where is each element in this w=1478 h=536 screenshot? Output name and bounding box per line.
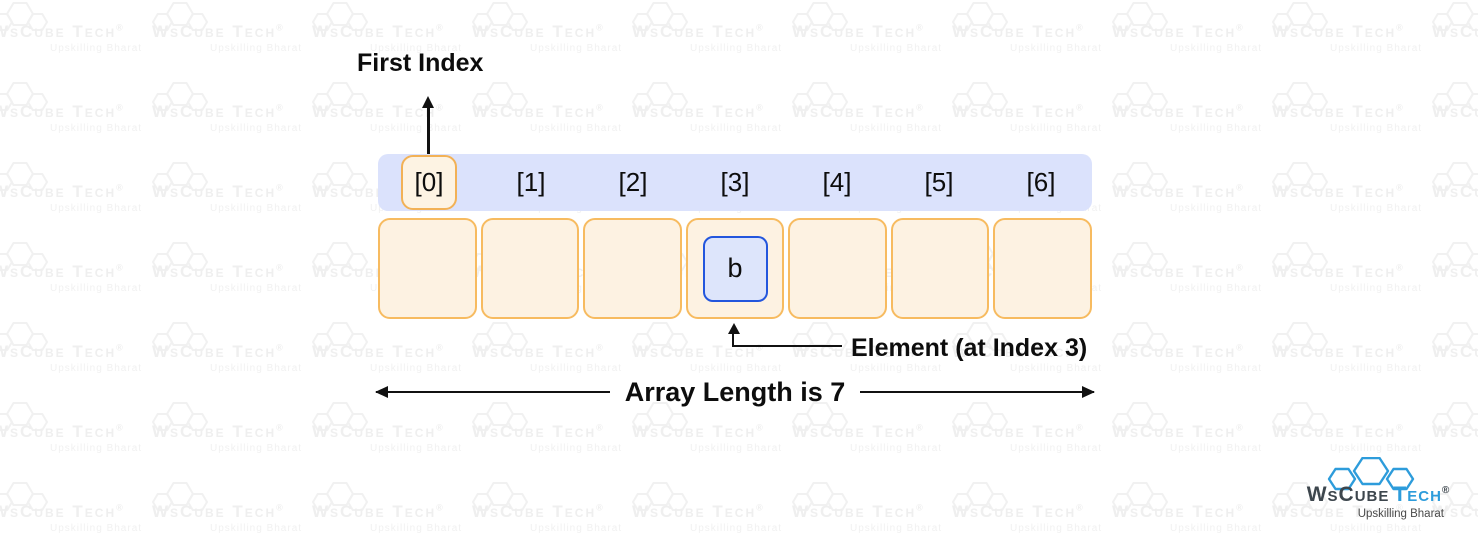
index-slot-6: [6] (990, 154, 1092, 211)
watermark-tile: WsCube Tech®Upskilling Bharat (1112, 481, 1262, 534)
watermark-tile: WsCube Tech®Upskilling Bharat (152, 161, 302, 214)
watermark-tile: WsCube Tech®Upskilling Bharat (1272, 81, 1422, 134)
array-length-arrow-right-icon (860, 390, 1094, 394)
registered-trademark-icon: ® (1441, 485, 1450, 496)
watermark-tile: WsCube Tech®Upskilling Bharat (152, 81, 302, 134)
index-label-6: [6] (1026, 167, 1056, 197)
index-slot-3: [3] (684, 154, 786, 211)
watermark-tile: WsCube Tech®Upskilling Bharat (1272, 1, 1422, 54)
watermark-tile: WsCube Tech®Upskilling Bharat (952, 481, 1102, 534)
watermark-tile: WsCube Tech®Upskilling Bharat (632, 401, 782, 454)
watermark-tile: WsCube Tech®Upskilling Bharat (952, 1, 1102, 54)
logo-tagline: Upskilling Bharat (1357, 508, 1444, 520)
watermark-tile: WsCube Tech®Upskilling Bharat (792, 401, 942, 454)
array-cell-3: b (685, 218, 785, 319)
logo-hexagons-icon (1327, 457, 1415, 491)
watermark-tile: WsCube Tech®Upskilling Bharat (1112, 401, 1262, 454)
array-cell-1 (480, 218, 580, 319)
watermark-tile: WsCube Tech®Upskilling Bharat (0, 1, 142, 54)
index-band: [0] [1] [2] [3] [4] [5] [6] (378, 154, 1092, 211)
watermark-tile: WsCube Tech®Upskilling Bharat (1432, 321, 1478, 374)
array-length-label: Array Length is 7 (624, 376, 846, 407)
watermark-tile: WsCube Tech®Upskilling Bharat (1272, 321, 1422, 374)
watermark-tile: WsCube Tech®Upskilling Bharat (952, 401, 1102, 454)
watermark-tile: WsCube Tech®Upskilling Bharat (472, 1, 622, 54)
watermark-tile: WsCube Tech®Upskilling Bharat (472, 481, 622, 534)
index-label-1: [1] (516, 167, 546, 197)
index-label-0: [0] (414, 167, 444, 197)
watermark-tile: WsCube Tech®Upskilling Bharat (152, 321, 302, 374)
watermark-tile: WsCube Tech®Upskilling Bharat (0, 321, 142, 374)
watermark-tile: WsCube Tech®Upskilling Bharat (152, 1, 302, 54)
watermark-tile: WsCube Tech®Upskilling Bharat (792, 481, 942, 534)
index-slot-0: [0] (378, 154, 480, 211)
logo-text-secondary: Tech (1393, 483, 1442, 506)
watermark-tile: WsCube Tech®Upskilling Bharat (1272, 401, 1422, 454)
watermark-tile: WsCube Tech®Upskilling Bharat (0, 161, 142, 214)
first-index-arrow-icon (427, 107, 430, 157)
index-label-2: [2] (618, 167, 648, 197)
element-box: b (702, 235, 768, 302)
logo-text-primary: WsCube (1306, 483, 1390, 506)
watermark-tile: WsCube Tech®Upskilling Bharat (1112, 81, 1262, 134)
index-label-3: [3] (720, 167, 750, 197)
watermark-tile: WsCube Tech®Upskilling Bharat (0, 401, 142, 454)
watermark-tile: WsCube Tech®Upskilling Bharat (632, 321, 782, 374)
element-pointer-arrow-icon (728, 323, 842, 347)
watermark-tile: WsCube Tech®Upskilling Bharat (632, 481, 782, 534)
watermark-tile: WsCube Tech®Upskilling Bharat (0, 241, 142, 294)
watermark-tile: WsCube Tech®Upskilling Bharat (1112, 1, 1262, 54)
element-value: b (727, 253, 743, 283)
watermark-tile: WsCube Tech®Upskilling Bharat (472, 401, 622, 454)
index-slot-1: [1] (480, 154, 582, 211)
watermark-tile: WsCube Tech®Upskilling Bharat (312, 81, 462, 134)
watermark-tile: WsCube Tech®Upskilling Bharat (1112, 161, 1262, 214)
watermark-tile: WsCube Tech®Upskilling Bharat (0, 481, 142, 534)
watermark-tile: WsCube Tech®Upskilling Bharat (472, 81, 622, 134)
array-length-indicator: Array Length is 7 (376, 376, 1094, 407)
watermark-tile: WsCube Tech®Upskilling Bharat (792, 81, 942, 134)
array-cell-4 (788, 218, 887, 319)
watermark-tile: WsCube Tech®Upskilling Bharat (472, 321, 622, 374)
watermark-tile: WsCube Tech®Upskilling Bharat (1432, 1, 1478, 54)
index-label-5: [5] (924, 167, 954, 197)
array-cell-2 (583, 218, 682, 319)
first-index-label: First Index (357, 49, 484, 77)
array-cell-5 (890, 218, 990, 319)
index-slot-4: [4] (786, 154, 888, 211)
watermark-tile: WsCube Tech®Upskilling Bharat (1272, 161, 1422, 214)
index-slot-5: [5] (888, 154, 990, 211)
watermark-tile: WsCube Tech®Upskilling Bharat (1112, 241, 1262, 294)
array-cell-0 (378, 218, 477, 319)
watermark-tile: WsCube Tech®Upskilling Bharat (1432, 401, 1478, 454)
watermark-tile: WsCube Tech®Upskilling Bharat (312, 401, 462, 454)
array-cell-6 (993, 218, 1093, 319)
watermark-tile: WsCube Tech®Upskilling Bharat (152, 401, 302, 454)
watermark-tile: WsCube Tech®Upskilling Bharat (312, 1, 462, 54)
watermark-tile: WsCube Tech®Upskilling Bharat (1432, 241, 1478, 294)
watermark-tile: WsCube Tech®Upskilling Bharat (1432, 81, 1478, 134)
index-slot-2: [2] (582, 154, 684, 211)
watermark-tile: WsCube Tech®Upskilling Bharat (792, 1, 942, 54)
element-annotation: Element (at Index 3) (851, 334, 1088, 362)
first-index-highlight-box: [0] (401, 155, 457, 210)
watermark-tile: WsCube Tech®Upskilling Bharat (632, 81, 782, 134)
array-length-arrow-left-icon (376, 390, 610, 394)
index-label-4: [4] (822, 167, 852, 197)
watermark-tile: WsCube Tech®Upskilling Bharat (312, 481, 462, 534)
watermark-tile: WsCube Tech®Upskilling Bharat (1432, 161, 1478, 214)
watermark-tile: WsCube Tech®Upskilling Bharat (1112, 321, 1262, 374)
watermark-tile: WsCube Tech®Upskilling Bharat (632, 1, 782, 54)
array-cells-row: b (378, 218, 1093, 319)
watermark-tile: WsCube Tech®Upskilling Bharat (152, 481, 302, 534)
watermark-tile: WsCube Tech®Upskilling Bharat (312, 321, 462, 374)
watermark-tile: WsCube Tech®Upskilling Bharat (0, 81, 142, 134)
watermark-tile: WsCube Tech®Upskilling Bharat (952, 81, 1102, 134)
watermark-tile: WsCube Tech®Upskilling Bharat (152, 241, 302, 294)
watermark-tile: WsCube Tech®Upskilling Bharat (1272, 241, 1422, 294)
